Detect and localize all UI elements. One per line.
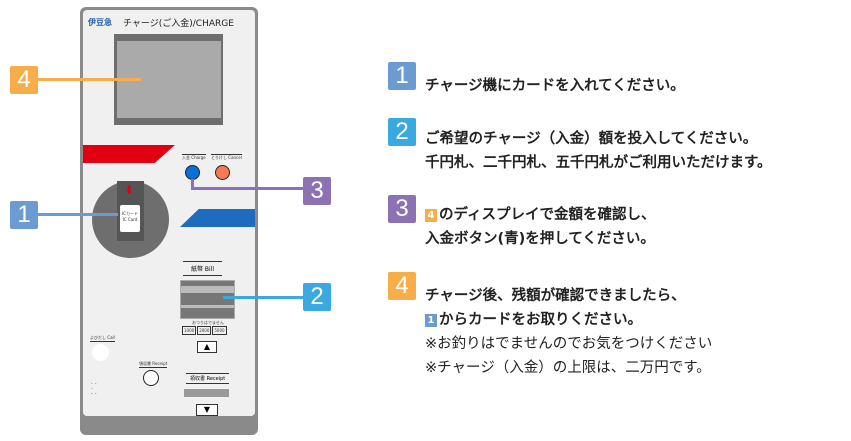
receipt-button-label: 領収書 Receipt: [139, 361, 168, 368]
cancel-label: とりけし Cancel: [211, 154, 242, 160]
machine-title: チャージ(ご入金)/CHARGE: [123, 19, 234, 29]
no-change-note: おつりはでません: [192, 320, 224, 325]
call-button[interactable]: [92, 344, 109, 361]
step-4-note: ※お釣りはでませんのでお気をつけください: [425, 336, 713, 352]
bill-denominations: 1000 2000 5000: [182, 326, 227, 335]
callout-badge-3: 3: [303, 177, 331, 205]
bill-slot[interactable]: [180, 280, 235, 319]
step-2-line: 千円札、二千円札、五千円札がご利用いただけます。: [425, 155, 772, 171]
callout-badge-1: 1: [10, 201, 38, 229]
receipt-slot: [184, 389, 229, 397]
callout-line-4: [38, 78, 141, 81]
ref-badge-4: 4: [425, 209, 437, 222]
step-2-text: ご希望のチャージ（入金）額を投入してください。千円札、二千円札、五千円札がご利用…: [425, 127, 772, 175]
step-badge-1: 1: [388, 62, 416, 90]
bill-5000: 5000: [212, 326, 227, 335]
step-3-line: のディスプレイで金額を確認し、: [439, 207, 656, 223]
ref-badge-1: 1: [425, 314, 437, 327]
step-1-line: チャージ機にカードを入れてください。: [425, 78, 685, 94]
step-badge-4: 4: [388, 272, 416, 300]
step-badge-2: 2: [388, 118, 416, 146]
red-stripe: [83, 145, 175, 163]
step-4-line: チャージ後、残額が確認できましたら、: [425, 288, 686, 304]
brand-logo: 伊豆急: [88, 18, 112, 27]
bill-2000: 2000: [197, 326, 212, 335]
callout-badge-4: 4: [10, 66, 38, 94]
charge-label: 入金 Charge: [182, 154, 206, 160]
callout-line-3: [191, 179, 306, 190]
step-3-line: 入金ボタン(青)を押してください。: [425, 231, 655, 247]
step-2-line: ご希望のチャージ（入金）額を投入してください。: [425, 131, 758, 147]
bill-1000: 1000: [182, 326, 197, 335]
receipt-label: 領収書 Receipt: [186, 373, 230, 384]
step-4-note: ※チャージ（入金）の上限は、二万円です。: [425, 360, 711, 376]
step-4-line: からカードをお取りください。: [439, 312, 642, 328]
callout-line-1: [38, 213, 118, 216]
speaker-icon: · · ·· ·: [91, 381, 97, 398]
call-label: よびだし Call: [90, 335, 115, 342]
arrow-down-icon: ⬇: [124, 183, 135, 197]
step-badge-3: 3: [388, 195, 416, 223]
callout-line-2: [223, 296, 303, 299]
bill-label: 紙幣 Bill: [183, 261, 223, 276]
receipt-out-arrow-icon: ▼: [196, 404, 218, 416]
callout-badge-2: 2: [303, 283, 331, 311]
cancel-button[interactable]: [215, 165, 230, 180]
blue-stripe: [180, 209, 255, 227]
receipt-button[interactable]: [143, 370, 159, 386]
bill-insert-arrow-icon: ▲: [197, 341, 217, 353]
charge-button[interactable]: [185, 165, 200, 180]
step-1-text: チャージ機にカードを入れてください。: [425, 74, 685, 98]
ic-card[interactable]: ICカード IC Card: [120, 205, 140, 232]
